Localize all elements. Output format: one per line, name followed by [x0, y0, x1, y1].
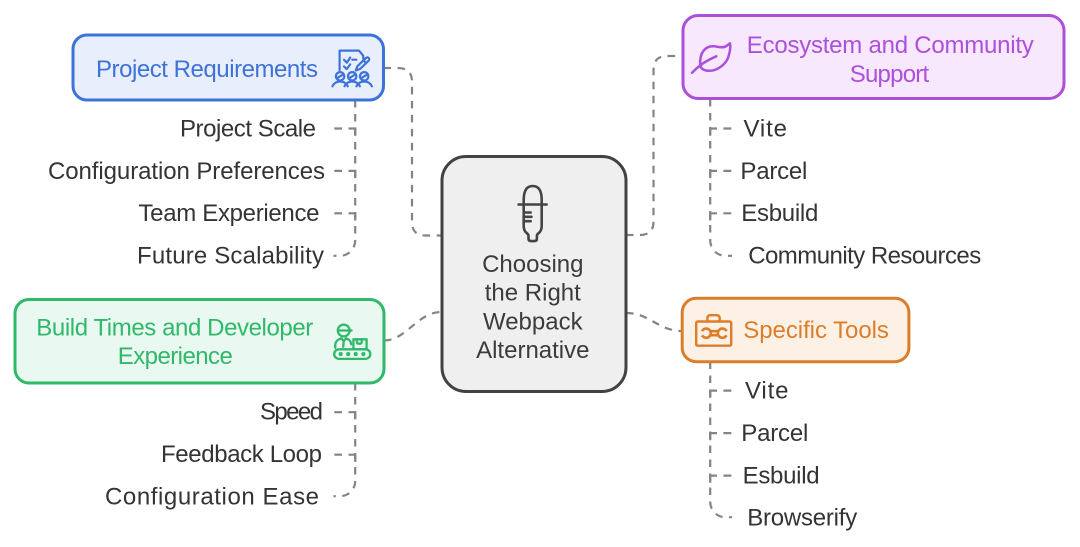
svg-text:Parcel: Parcel	[740, 158, 807, 185]
svg-text:Feedback Loop: Feedback Loop	[161, 441, 322, 468]
svg-text:Specific Tools: Specific Tools	[743, 317, 889, 344]
svg-text:Build Times and Developer: Build Times and Developer	[36, 315, 313, 342]
svg-text:Speed: Speed	[260, 399, 323, 426]
svg-text:Experience: Experience	[118, 343, 233, 370]
svg-text:Alternative: Alternative	[476, 337, 589, 364]
svg-text:Esbuild: Esbuild	[741, 200, 818, 227]
svg-text:Vite: Vite	[744, 115, 788, 142]
svg-text:Parcel: Parcel	[741, 420, 808, 447]
svg-text:Choosing: Choosing	[482, 251, 583, 278]
svg-text:Support: Support	[850, 61, 930, 88]
svg-text:the Right: the Right	[485, 280, 581, 307]
svg-text:Browserify: Browserify	[747, 504, 857, 531]
svg-text:Ecosystem and Community: Ecosystem and Community	[747, 32, 1034, 59]
svg-text:Project Requirements: Project Requirements	[96, 56, 318, 83]
svg-text:Future Scalability: Future Scalability	[137, 243, 324, 270]
svg-text:Vite: Vite	[745, 378, 789, 405]
svg-text:Esbuild: Esbuild	[743, 463, 820, 490]
svg-text:Project Scale: Project Scale	[180, 115, 316, 142]
svg-text:Team Experience: Team Experience	[139, 200, 320, 227]
svg-text:Configuration Ease: Configuration Ease	[105, 484, 319, 511]
svg-text:Webpack: Webpack	[483, 308, 584, 335]
svg-text:Configuration Preferences: Configuration Preferences	[48, 158, 325, 185]
svg-text:Community Resources: Community Resources	[748, 243, 981, 270]
